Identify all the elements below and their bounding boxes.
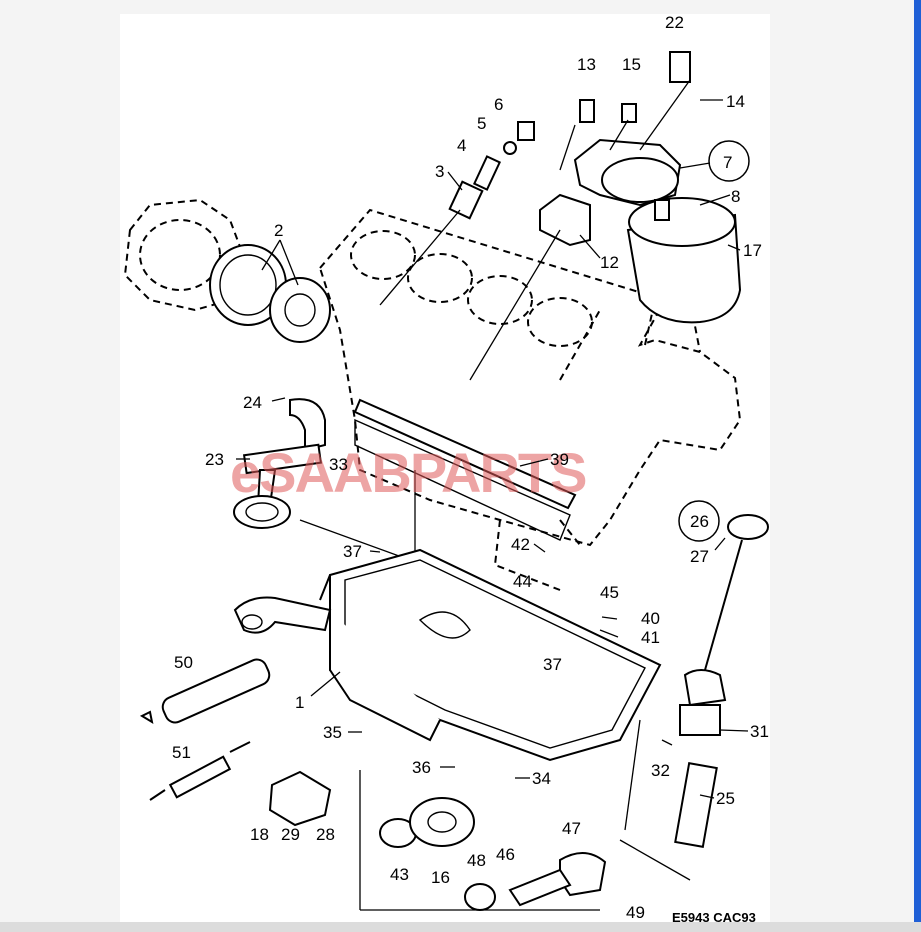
pressure-relief-parts bbox=[448, 51, 691, 220]
callout-ring-7 bbox=[708, 140, 750, 182]
watermark: eSAABPARTS bbox=[230, 441, 586, 504]
callout-42: 42 bbox=[511, 535, 530, 554]
o-ring-48 bbox=[464, 883, 496, 911]
oil-pickup-pipe bbox=[233, 398, 326, 529]
callout-25: 25 bbox=[716, 789, 735, 808]
callout-49: 49 bbox=[626, 903, 645, 922]
callout-27: 27 bbox=[690, 547, 709, 566]
callout-34: 34 bbox=[532, 769, 551, 788]
callout-4: 4 bbox=[457, 136, 466, 155]
callout-18: 18 bbox=[250, 825, 269, 844]
callout-6: 6 bbox=[494, 95, 503, 114]
sealant-tube bbox=[139, 658, 271, 725]
dipstick bbox=[674, 514, 769, 848]
callout-15: 15 bbox=[622, 55, 641, 74]
callout-26: 26 bbox=[690, 512, 709, 531]
callout-12: 12 bbox=[600, 253, 619, 272]
gear-set bbox=[209, 244, 331, 343]
bottom-edge bbox=[0, 922, 921, 932]
callout-17: 17 bbox=[743, 241, 762, 260]
callout-48: 48 bbox=[467, 851, 486, 870]
oil-filter-housing bbox=[539, 138, 682, 247]
bearing-cap-rail bbox=[353, 398, 577, 541]
callout-50: 50 bbox=[174, 653, 193, 672]
callout-47: 47 bbox=[562, 819, 581, 838]
callout-13: 13 bbox=[577, 55, 596, 74]
callout-8: 8 bbox=[731, 187, 740, 206]
leader-lines bbox=[236, 99, 749, 799]
oil-filter bbox=[626, 197, 742, 324]
callout-51: 51 bbox=[172, 743, 191, 762]
oil-pump-47 bbox=[508, 852, 607, 907]
callout-28: 28 bbox=[316, 825, 335, 844]
syringe bbox=[149, 741, 251, 801]
window-edge bbox=[914, 0, 921, 932]
small-cover bbox=[268, 770, 332, 827]
callout-35: 35 bbox=[323, 723, 342, 742]
callout-41: 41 bbox=[641, 628, 660, 647]
oil-sump bbox=[233, 548, 662, 762]
callout-labels: 1 2 3 4 5 6 7 8 12 13 14 15 16 17 18 22 … bbox=[172, 13, 769, 922]
callout-40: 40 bbox=[641, 609, 660, 628]
callout-45: 45 bbox=[600, 583, 619, 602]
callout-22: 22 bbox=[665, 13, 684, 32]
callout-2: 2 bbox=[274, 221, 283, 240]
callout-5: 5 bbox=[477, 114, 486, 133]
callout-37a: 37 bbox=[343, 542, 362, 561]
callout-31: 31 bbox=[750, 722, 769, 741]
callout-33: 33 bbox=[329, 455, 348, 474]
flange-16 bbox=[409, 797, 475, 847]
callout-24: 24 bbox=[243, 393, 262, 412]
callout-1b: 1 bbox=[295, 693, 304, 712]
callout-36: 36 bbox=[412, 758, 431, 777]
callout-7: 7 bbox=[723, 153, 732, 172]
callout-3: 3 bbox=[435, 162, 444, 181]
callout-43: 43 bbox=[390, 865, 409, 884]
callout-14: 14 bbox=[726, 92, 745, 111]
callout-23: 23 bbox=[205, 450, 224, 469]
callout-39: 39 bbox=[550, 450, 569, 469]
callout-16: 16 bbox=[431, 868, 450, 887]
callout-37b: 37 bbox=[543, 655, 562, 674]
callout-46: 46 bbox=[496, 845, 515, 864]
callout-32: 32 bbox=[651, 761, 670, 780]
callout-ring-26 bbox=[678, 500, 720, 542]
drawing-code: E5943 CAC93 bbox=[672, 910, 756, 925]
callout-29: 29 bbox=[281, 825, 300, 844]
callout-44: 44 bbox=[513, 572, 532, 591]
